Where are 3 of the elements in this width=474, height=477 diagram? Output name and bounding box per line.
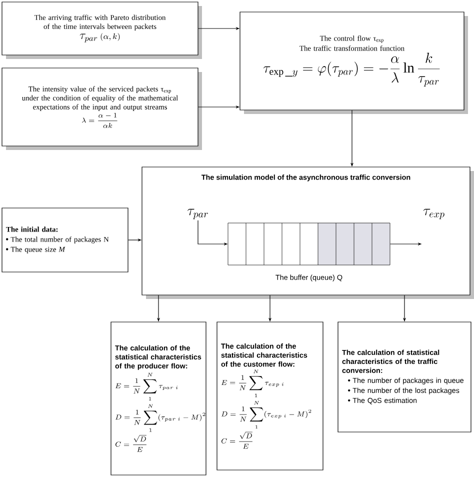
flow-symbol: $\tau_{exp}$ xyxy=(423,208,444,220)
flow-symbol: $\tau_{par}$ xyxy=(188,208,208,220)
queue-drawing xyxy=(228,222,390,266)
